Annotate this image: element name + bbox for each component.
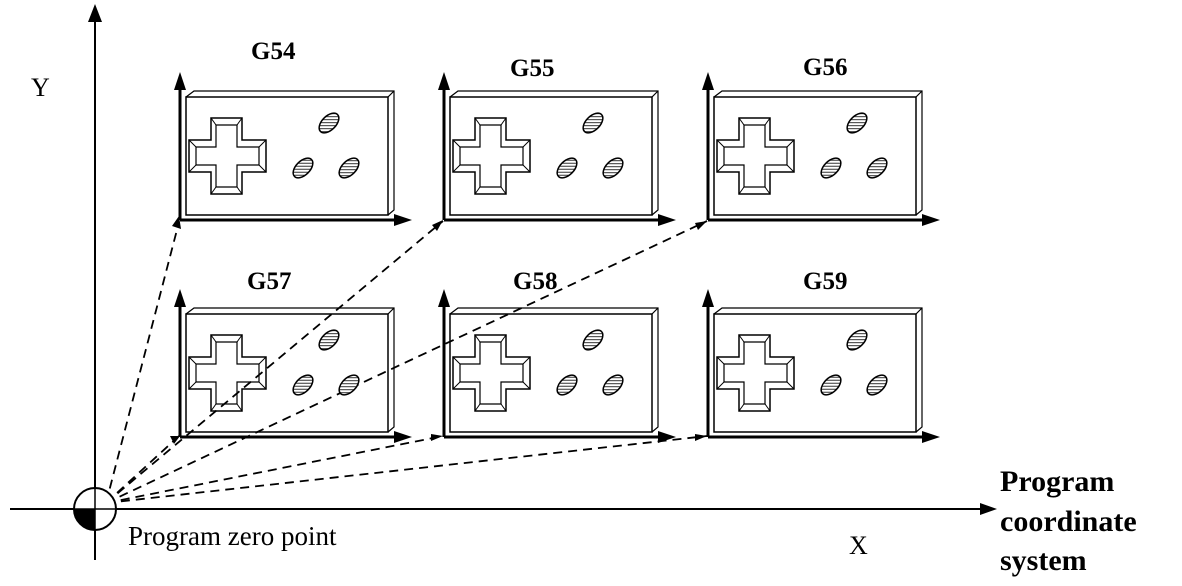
g55-label: G55 xyxy=(510,55,554,82)
g56-label: G56 xyxy=(803,54,847,81)
program-coordinate-system-label-line3: system xyxy=(1000,544,1087,577)
program-coordinate-system-label-line1: Program xyxy=(1000,465,1114,498)
workpiece-g55 xyxy=(436,70,678,228)
offset-vector-arrowheads xyxy=(170,216,707,444)
main-x-axis xyxy=(10,503,997,515)
workpiece-g59 xyxy=(700,287,942,445)
workpiece-g56 xyxy=(700,70,942,228)
g54-label: G54 xyxy=(251,38,296,65)
program-coordinate-system-label-line2: coordinate xyxy=(1000,505,1137,538)
x-axis-label: X xyxy=(849,531,868,560)
workpiece-g54 xyxy=(172,70,414,228)
program-zero-point-label: Program zero point xyxy=(128,521,337,551)
program-zero-point-icon xyxy=(73,487,117,531)
y-axis-label: Y xyxy=(31,73,50,102)
offset-vectors xyxy=(105,220,708,504)
g58-label: G58 xyxy=(513,268,557,295)
workpiece-g58 xyxy=(436,287,678,445)
main-y-axis xyxy=(88,4,102,560)
g59-label: G59 xyxy=(803,268,847,295)
workpiece-g57 xyxy=(172,287,414,445)
g57-label: G57 xyxy=(247,268,291,295)
